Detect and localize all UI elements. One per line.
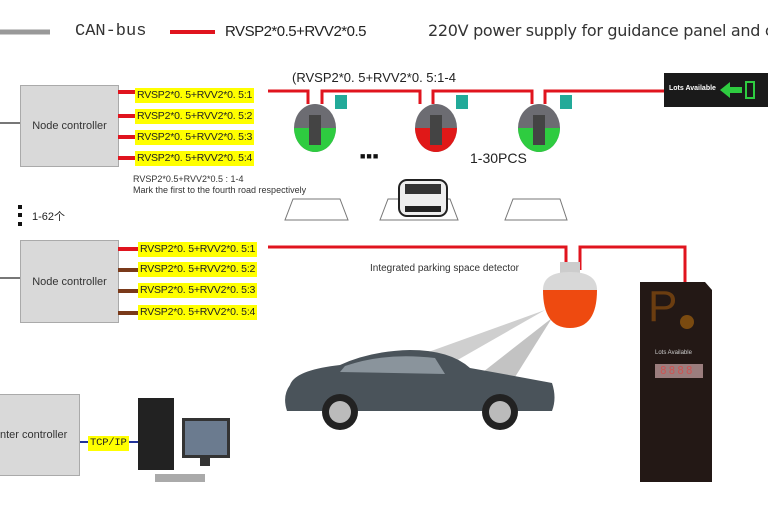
detector-free-icon [518, 95, 572, 152]
pillar-digits: 8888 [660, 364, 695, 377]
bus-wire [543, 89, 665, 104]
pillar-text: Lots Available [655, 350, 692, 356]
can-bus-legend: CAN-bus [75, 22, 147, 41]
road-label-2: RVSP2*0. 5+RVV2*0. 5:2 [135, 109, 255, 124]
note-line-1: RVSP2*0.5+RVV2*0.5 : 1-4 [133, 174, 244, 184]
integrated-detector-icon [543, 262, 597, 328]
parking-spot [284, 198, 349, 221]
road-label-4: RVSP2*0. 5+RVV2*0. 5:4 [135, 151, 255, 166]
car-front-icon [398, 179, 448, 217]
cable-legend: RVSP2*0.5+RVV2*0.5 [225, 23, 366, 40]
road-label-1: RVSP2*0. 5+RVV2*0. 5:1 [135, 88, 255, 103]
bus-label: (RVSP2*0. 5+RVV2*0. 5:1-4 [292, 70, 456, 85]
guidance-pillar [640, 282, 712, 482]
tcp-ip-label: TCP/IP [88, 436, 129, 451]
road-label-1: RVSP2*0. 5+RVV2*0. 5:1 [138, 242, 258, 257]
car-icon [285, 350, 555, 430]
ellipsis: ■■■ [360, 151, 380, 161]
node-controller-1[interactable]: Node controller [20, 85, 119, 167]
detector-occupied-icon [415, 95, 468, 152]
power-note: 220V power supply for guidance panel and… [428, 21, 768, 40]
logo-icon [680, 315, 694, 329]
bus-wire [320, 89, 422, 104]
arrow-left-icon [720, 82, 742, 98]
node-controller-2[interactable]: Node controller [20, 240, 119, 323]
bus-wire [431, 89, 534, 104]
detector-label: Integrated parking space detector [370, 263, 519, 274]
note-line-2: Mark the first to the fourth road respec… [133, 185, 307, 195]
road-label-3: RVSP2*0. 5+RVV2*0. 5:3 [135, 130, 255, 145]
guidance-panel [664, 73, 768, 107]
pillar-letter: P [648, 282, 678, 331]
computer-icon [138, 398, 230, 482]
road-label-4: RVSP2*0. 5+RVV2*0. 5:4 [138, 305, 258, 320]
panel-text: Lots Available [669, 85, 716, 92]
bus-wire [268, 89, 310, 104]
parking-spot [504, 198, 568, 221]
center-controller[interactable]: nter controller [0, 394, 80, 476]
node-count: 1-62个 [32, 211, 66, 223]
detector-count: 1-30PCS [470, 150, 527, 166]
road-label-2: RVSP2*0. 5+RVV2*0. 5:2 [138, 262, 258, 277]
road-label-3: RVSP2*0. 5+RVV2*0. 5:3 [138, 283, 258, 298]
detector-free-icon [294, 95, 347, 152]
bus-wire [578, 245, 687, 282]
